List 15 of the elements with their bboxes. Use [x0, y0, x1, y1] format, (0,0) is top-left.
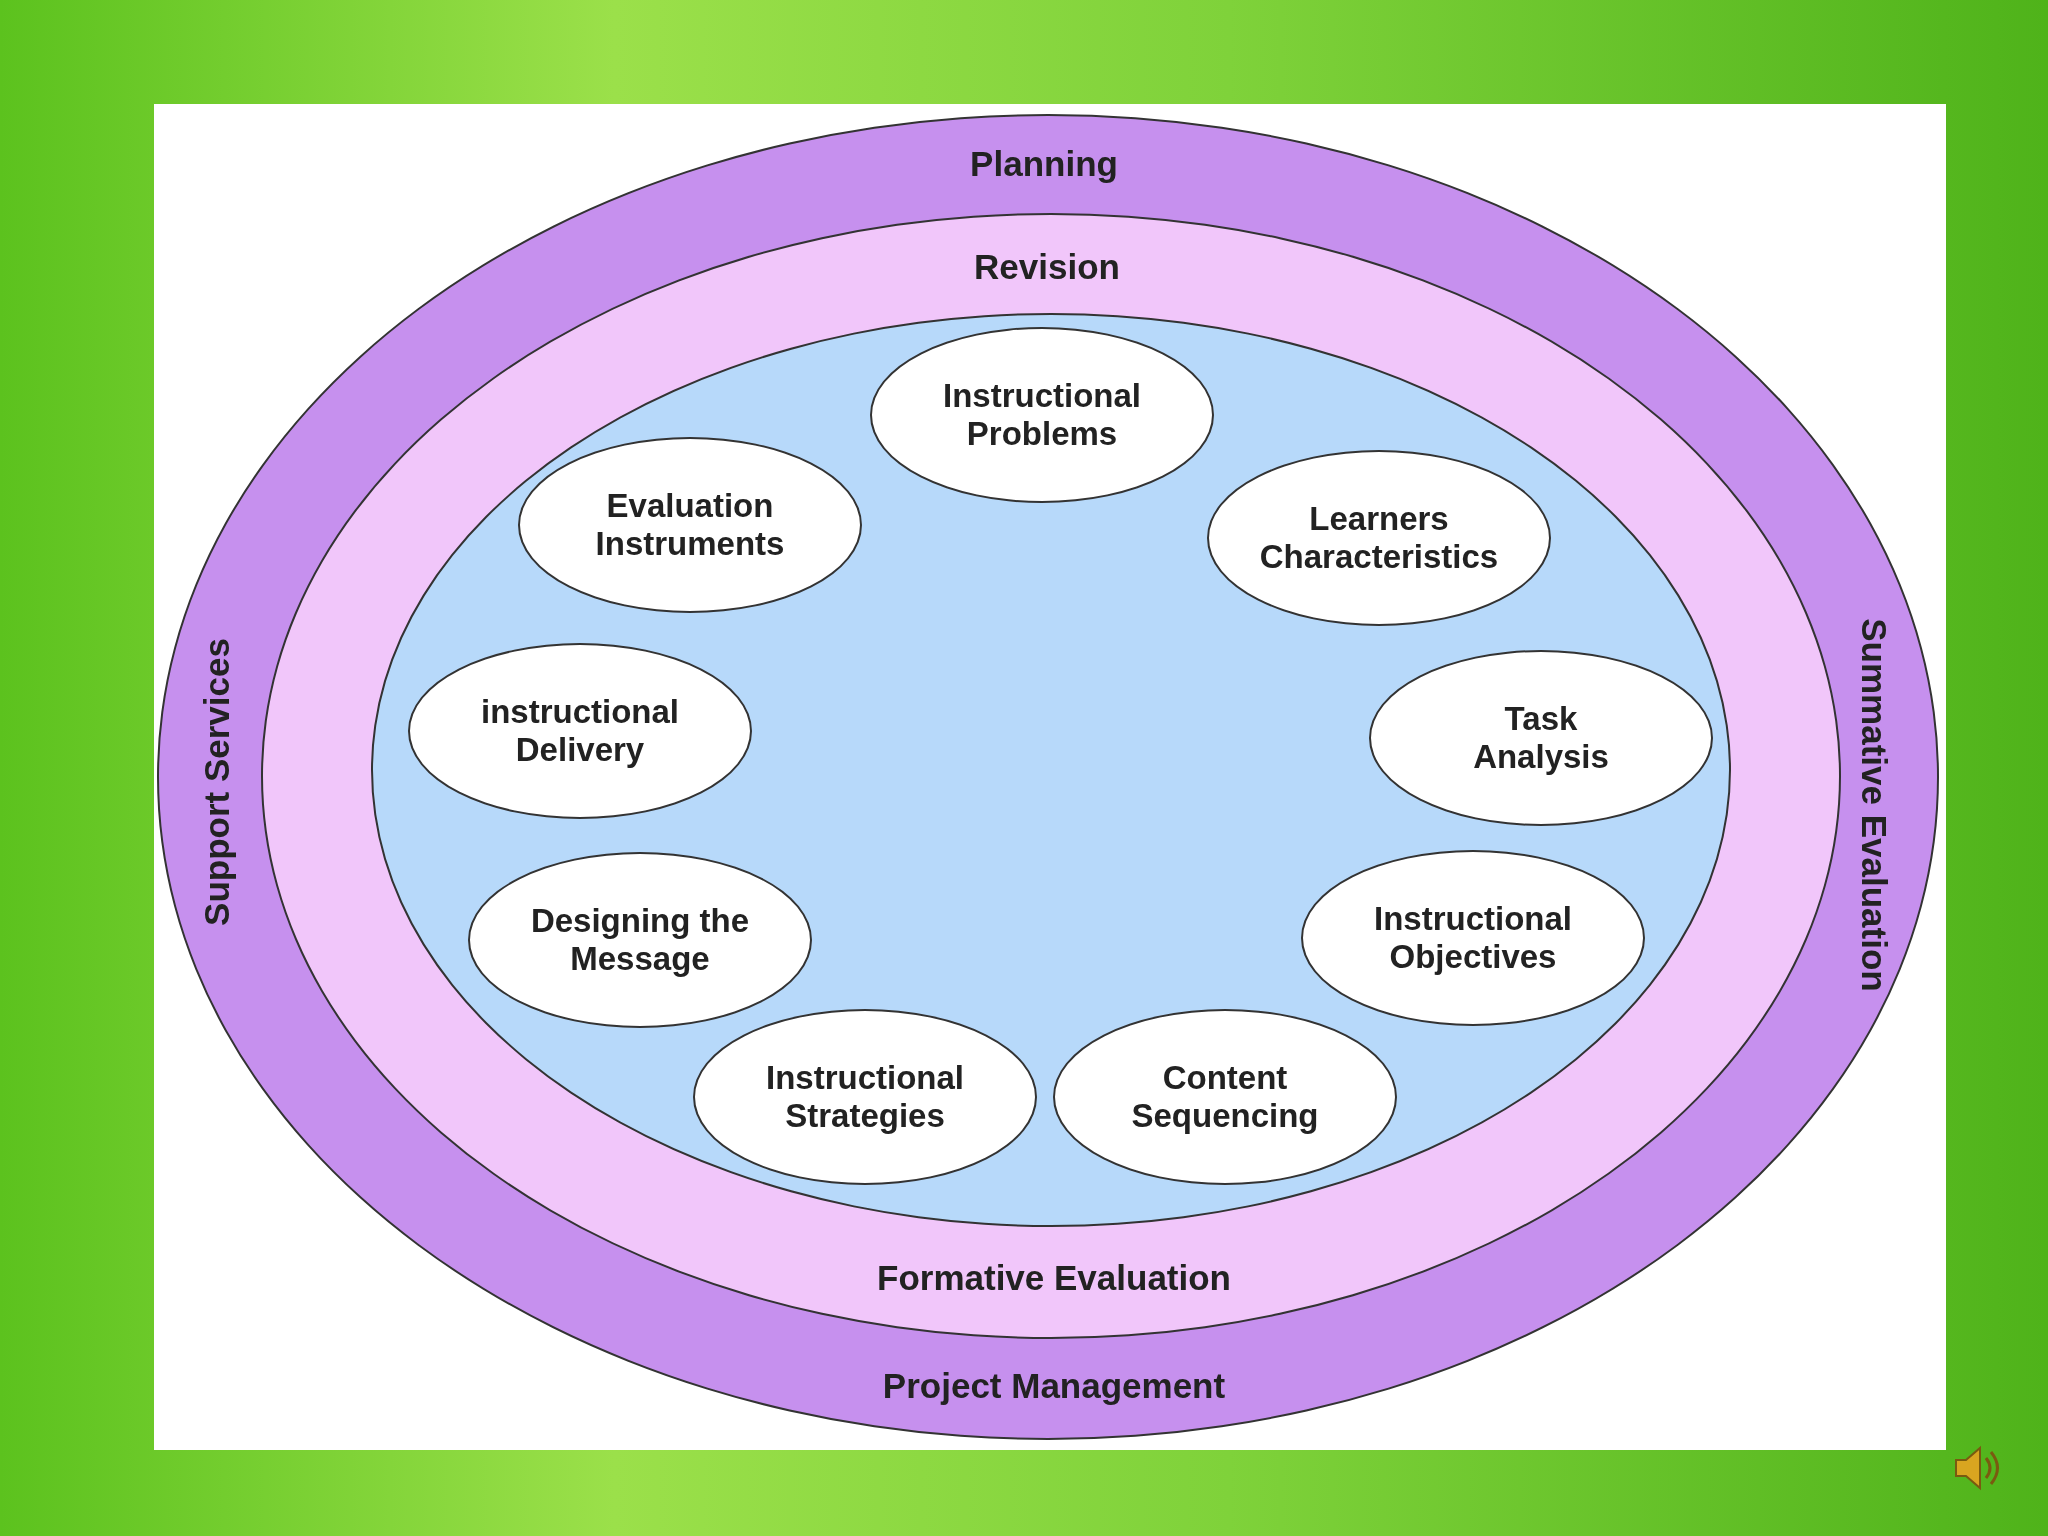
step-label: Evaluation Instruments [594, 487, 786, 563]
band-label: Formative Evaluation [877, 1257, 1231, 1299]
step-label: Learners Characteristics [1258, 500, 1500, 576]
step-label: Task Analysis [1472, 700, 1610, 776]
step-label: Instructional Strategies [765, 1059, 965, 1135]
band-label: Support Services [196, 638, 237, 926]
band-label: Project Management [882, 1365, 1226, 1407]
step-label: instructional Delivery [480, 693, 680, 769]
band-label: Summative Evaluation [1854, 618, 1895, 992]
step-label: Instructional Problems [942, 377, 1142, 453]
step-label: Content Sequencing [1130, 1059, 1320, 1135]
band-label: Revision [974, 246, 1120, 288]
step-label: Designing the Message [529, 902, 751, 978]
step-label: Instructional Objectives [1373, 900, 1573, 976]
band-label: Planning [970, 143, 1118, 185]
